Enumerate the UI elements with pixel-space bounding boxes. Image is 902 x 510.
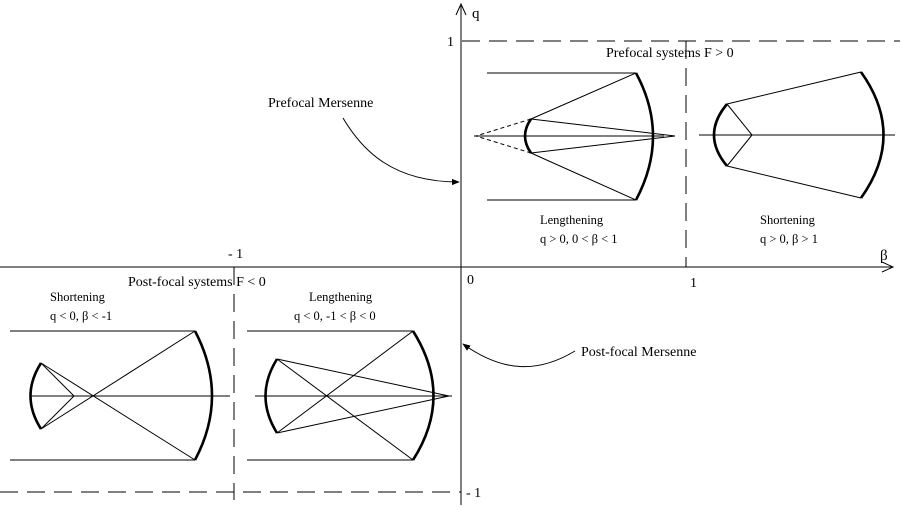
postfocal-lengthening-condition: q < 0, -1 < β < 0: [294, 309, 376, 323]
beta-minus-one-label: - 1: [228, 247, 243, 262]
origin-label: 0: [467, 273, 474, 288]
prefocal-mersenne-label: Prefocal Mersenne: [268, 96, 373, 111]
primary-mirror: [411, 330, 435, 461]
prefocal-shortening-name: Shortening: [760, 213, 816, 227]
secondary-mirror: [523, 118, 533, 154]
prefocal-shortening-condition: q > 0, β > 1: [760, 232, 818, 246]
prefocal-mersenne-arrow: [342, 117, 460, 186]
q-minus-one-label: - 1: [466, 486, 481, 501]
prefocal-lengthening-system: [474, 72, 676, 201]
postfocal-shortening-condition: q < 0, β < -1: [50, 309, 112, 323]
prefocal-lengthening-name: Lengthening: [540, 213, 604, 227]
secondary-mirror: [712, 103, 728, 167]
q-plus-one-label: 1: [447, 35, 454, 50]
primary-mirror: [193, 330, 214, 461]
postfocal-mersenne-label: Post-focal Mersenne: [581, 345, 696, 360]
postfocal-lengthening-name: Lengthening: [309, 290, 373, 304]
postfocal-shortening-system: [10, 330, 230, 461]
prefocal-shortening-system: [699, 71, 895, 199]
primary-mirror: [634, 72, 655, 201]
postfocal-title: Post-focal systems F < 0: [128, 275, 266, 290]
primary-mirror: [859, 71, 885, 199]
postfocal-shortening-name: Shortening: [50, 290, 106, 304]
q-axis-arrowhead: [455, 2, 467, 16]
beta-plus-one-label: 1: [690, 276, 697, 291]
beta-axis-arrowhead: [881, 261, 895, 273]
postfocal-mersenne-arrow: [462, 343, 576, 368]
prefocal-lengthening-condition: q > 0, 0 < β < 1: [540, 232, 618, 246]
prefocal-title: Prefocal systems F > 0: [606, 46, 734, 61]
beta-axis-label: β: [880, 248, 888, 264]
secondary-mirror: [264, 358, 279, 434]
secondary-mirror: [29, 362, 43, 430]
postfocal-lengthening-system: [247, 330, 452, 461]
q-axis-label: q: [472, 6, 480, 22]
